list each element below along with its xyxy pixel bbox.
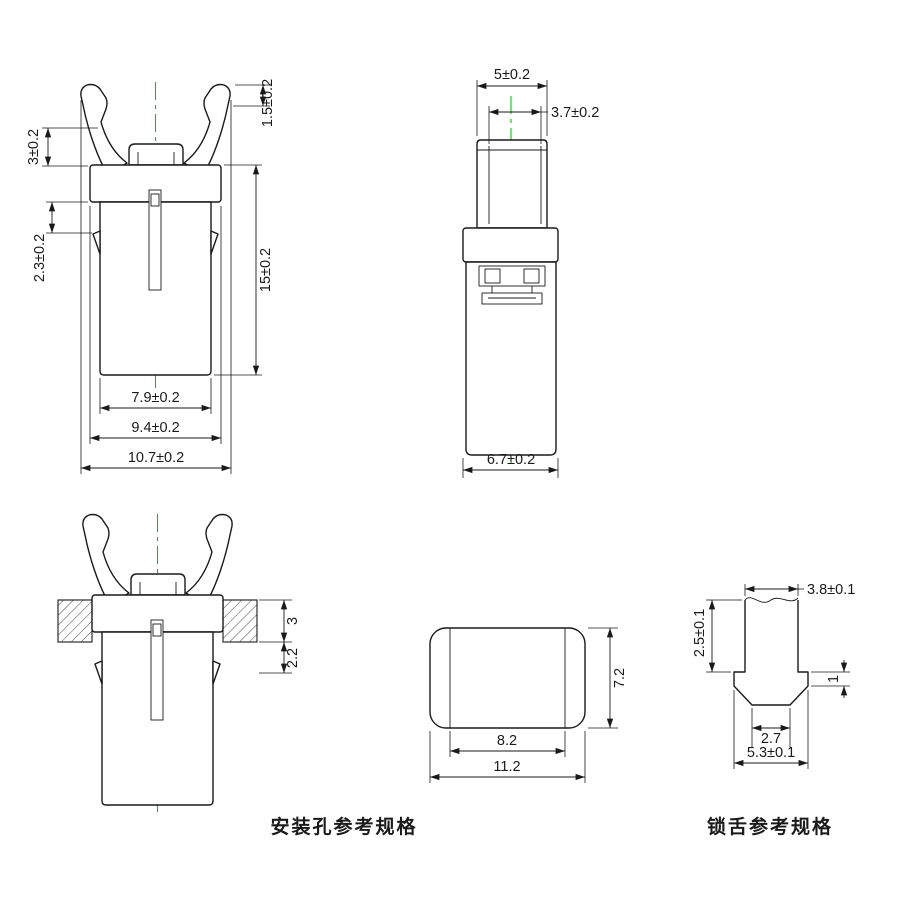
tongue-dimensions: 3.8±0.1 2.5±0.1 1 2.7 5.3±0.1 [692, 582, 855, 769]
dim-flange-depth: 3 [285, 617, 301, 625]
wing-left-mounted [82, 513, 130, 597]
mounting-hole-outline [429, 627, 586, 729]
dim-hole-inner-width: 8.2 [497, 733, 517, 749]
dim-base-width: 5.3±0.1 [747, 745, 795, 761]
panel-section-right [222, 599, 258, 643]
dim-head-height: 3±0.2 [26, 129, 42, 165]
tongue-break-line [744, 597, 799, 603]
inner-slot-mounted [150, 619, 164, 721]
dim-hole-width: 11.2 [493, 759, 520, 775]
hole-view: 7.2 8.2 11.2 [429, 627, 628, 783]
mounting-dimensions: 3 2.2 [259, 599, 301, 674]
side-dimensions: 5±0.2 3.7±0.2 6.7±0.2 [462, 67, 599, 478]
plunger [476, 139, 548, 229]
barb-right [210, 230, 219, 255]
latch-part-front [80, 83, 231, 376]
wing-right-mounted [185, 513, 233, 597]
dim-stem-height: 2.5±0.1 [692, 609, 708, 657]
dim-overall-width: 10.7±0.2 [128, 450, 184, 466]
latch-mechanism [478, 265, 546, 305]
wing-right [183, 83, 231, 167]
dim-body-height: 15±0.2 [258, 248, 274, 292]
inner-slot-detent [150, 193, 160, 207]
caption-latch-tongue: 锁舌参考规格 [707, 815, 833, 838]
button-cap-mounted [130, 573, 186, 596]
front-dimensions: 1.5±0.2 3±0.2 2.3±0.2 15±0.2 7.9±0.2 [26, 79, 276, 474]
dim-tip-width: 2.7 [761, 731, 781, 747]
dim-plunger-inner-width: 3.7±0.2 [551, 105, 599, 121]
hole-dimensions: 7.2 8.2 11.2 [429, 627, 628, 783]
dim-hole-height: 7.2 [612, 668, 628, 688]
dim-panel-grip: 2.3±0.2 [32, 234, 48, 282]
inner-slot [148, 189, 162, 291]
mounting-view: 3 2.2 安装孔参考规格 [57, 513, 417, 838]
latch-part-mounted [82, 513, 233, 806]
dim-panel-thickness: 2.2 [285, 648, 301, 668]
dim-flange-width: 9.4±0.2 [131, 420, 179, 436]
dim-body-width: 7.9±0.2 [131, 390, 179, 406]
panel-section-left [57, 599, 93, 643]
dim-body-depth: 6.7±0.2 [487, 452, 535, 468]
side-view: 5±0.2 3.7±0.2 6.7±0.2 [462, 67, 599, 478]
wing-left [80, 83, 128, 167]
side-body [465, 261, 557, 456]
latch-part-side [462, 139, 559, 456]
dim-wing-tip-height: 1.5±0.2 [260, 79, 276, 127]
dim-land-height: 1 [826, 675, 842, 683]
dim-plunger-width: 5±0.2 [494, 67, 530, 83]
dim-tongue-width: 3.8±0.1 [807, 582, 855, 598]
side-flange [462, 227, 559, 263]
barb-left [92, 230, 101, 255]
caption-mounting-hole: 安装孔参考规格 [270, 815, 417, 838]
barb-left-mounted [94, 660, 103, 685]
front-view: 1.5±0.2 3±0.2 2.3±0.2 15±0.2 7.9±0.2 [26, 79, 276, 474]
inner-slot-detent-mounted [152, 623, 162, 637]
button-cap [128, 143, 184, 166]
tongue-outline [733, 600, 809, 706]
tongue-view: 3.8±0.1 2.5±0.1 1 2.7 5.3±0.1 锁舌参考规格 [692, 582, 855, 838]
barb-right-mounted [212, 660, 221, 685]
